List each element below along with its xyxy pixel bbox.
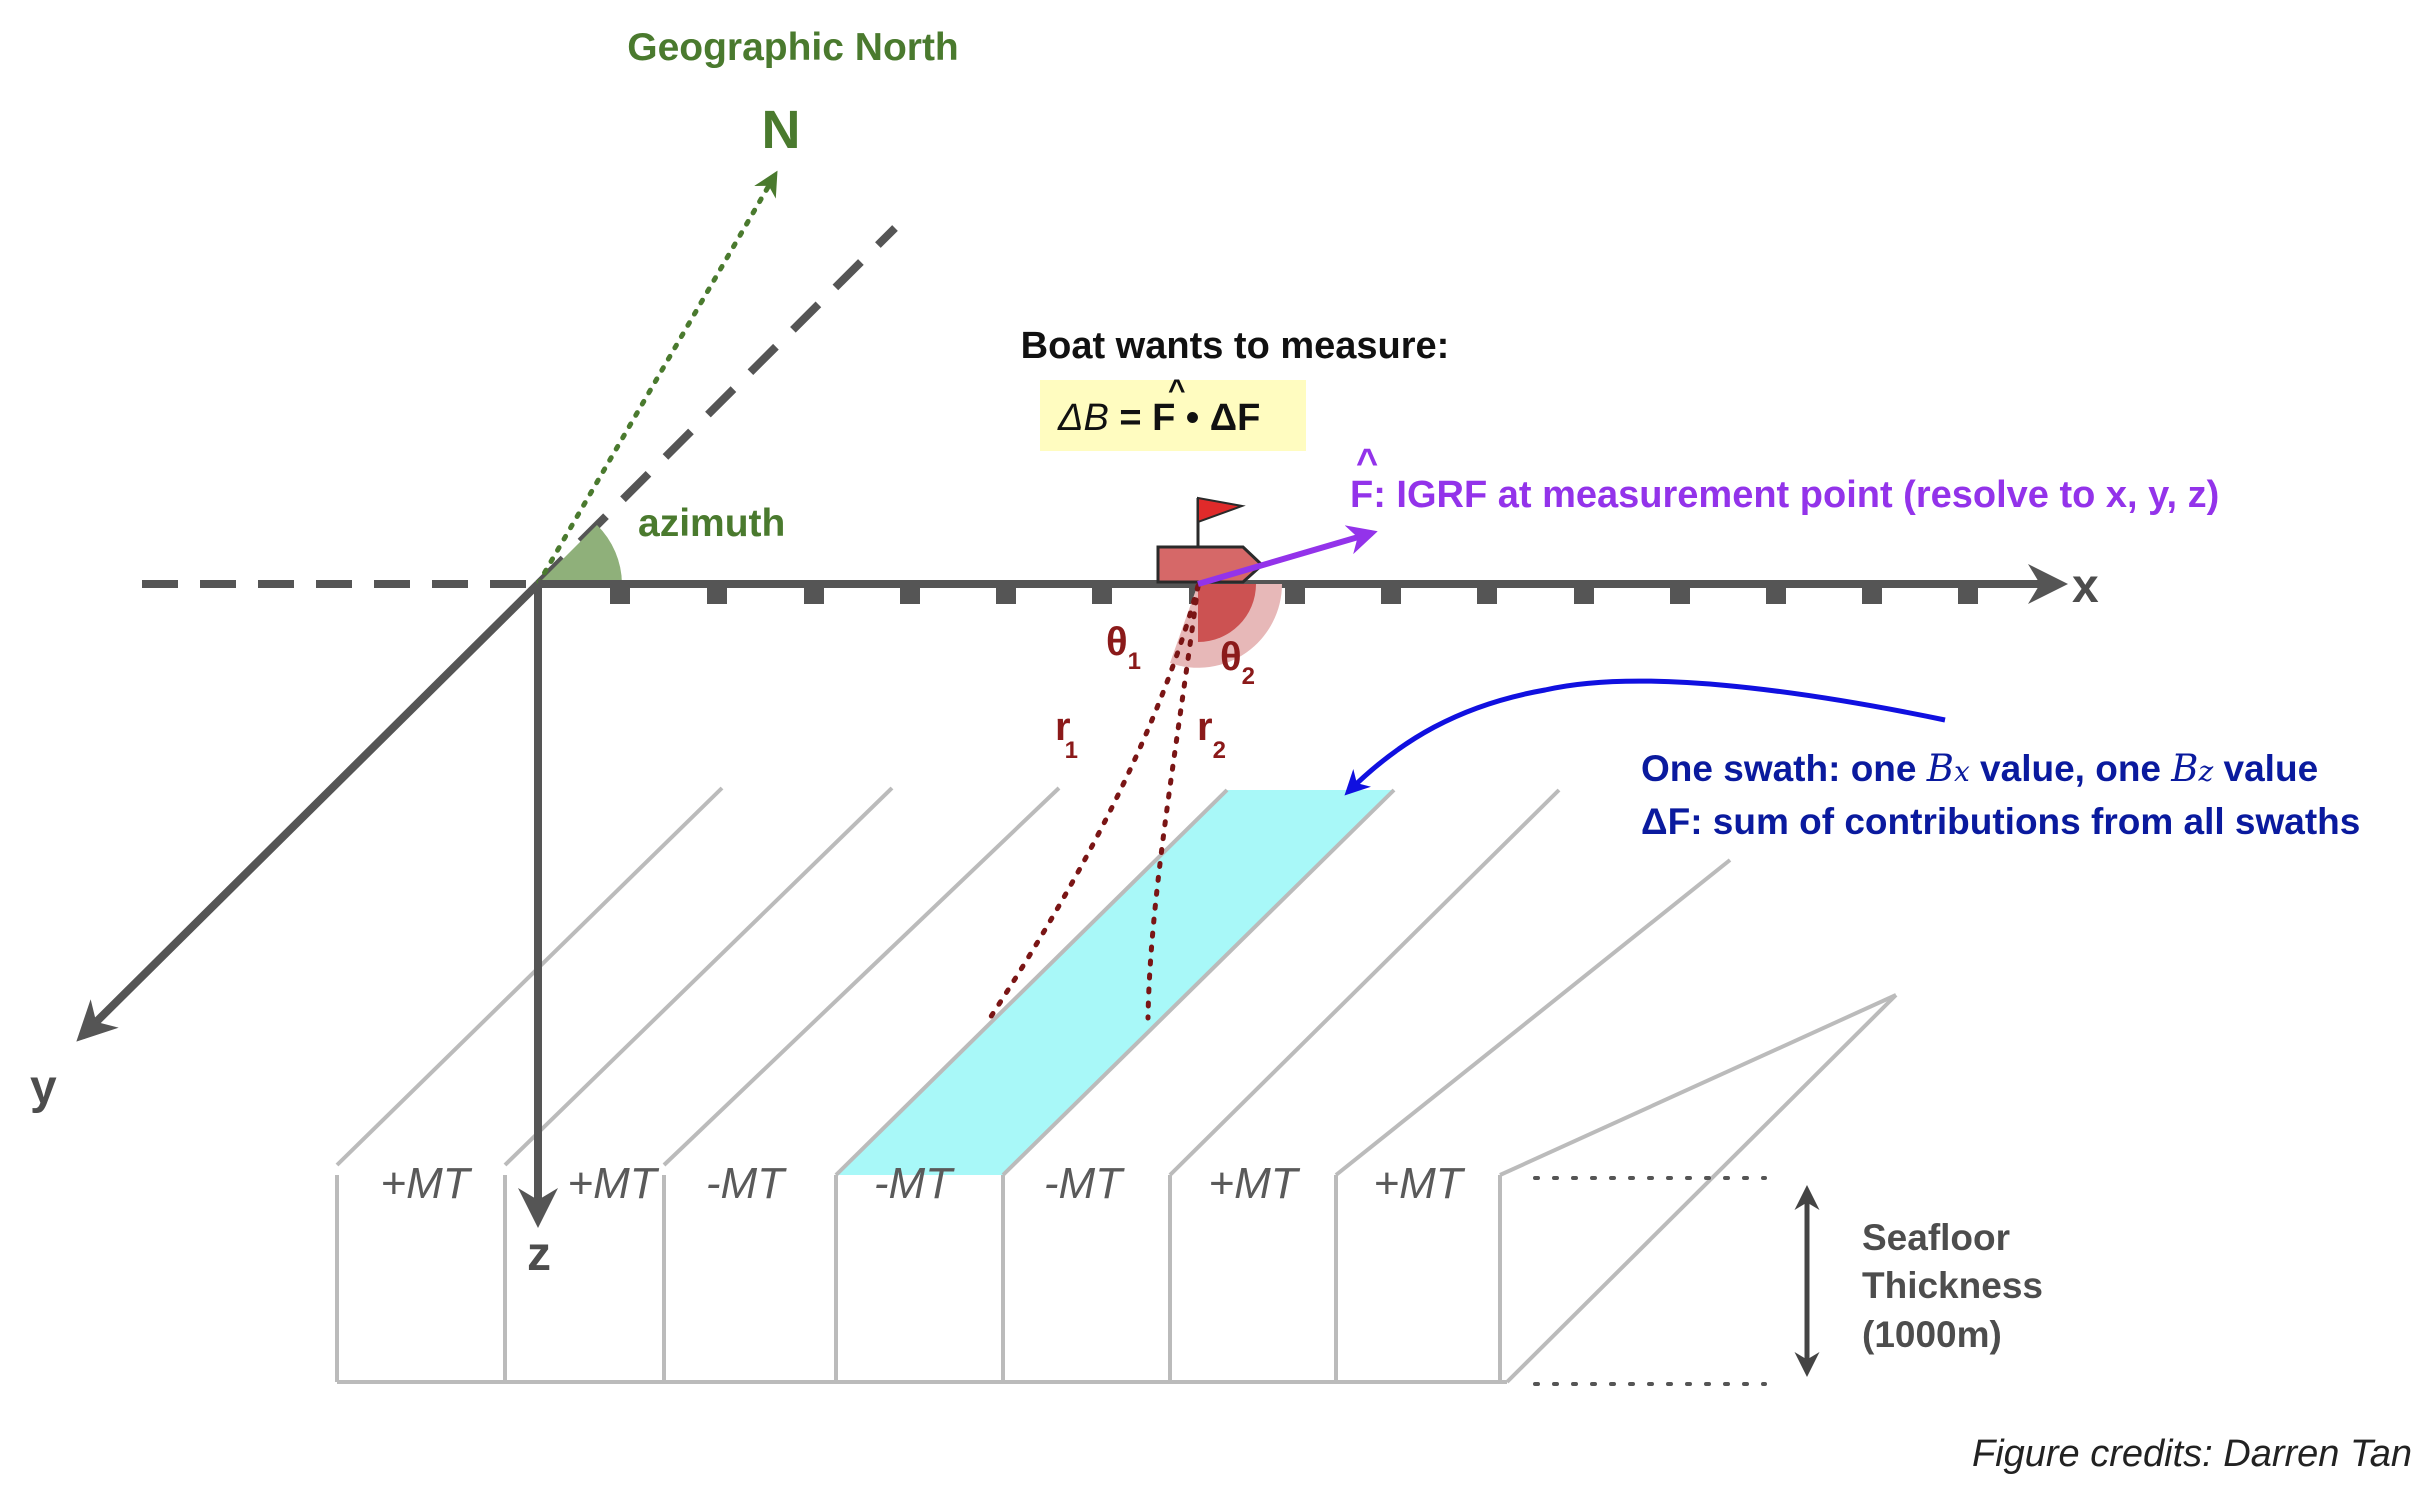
swath-edge-line (1499, 993, 1897, 1177)
swath-note-line2: ΔF: sum of contributions from all swaths (1641, 801, 2360, 842)
mt-label: -MT (1044, 1159, 1125, 1208)
x-axis-tick (1766, 584, 1786, 604)
y-axis (76, 581, 541, 1042)
theta2-label: θ2 (1220, 635, 1255, 690)
swath-edge-line (335, 786, 724, 1167)
x-axis-tick (1285, 584, 1305, 604)
swath-edge-line (1168, 788, 1561, 1177)
mt-labels: +MT +MT -MT -MT -MT +MT +MT (380, 1159, 1465, 1208)
swath-edge-line (503, 786, 894, 1167)
boat-hull (1156, 545, 1265, 584)
r2-dotted-line (1145, 583, 1201, 1021)
seafloor-box (335, 786, 1898, 1384)
thickness-indicator (1533, 1176, 1820, 1386)
x-axis-tick (1670, 584, 1690, 604)
x-axis-tick (996, 584, 1016, 604)
x-axis-tick (1092, 584, 1112, 604)
x-axis-tick (610, 584, 630, 604)
x-axis-ticks (610, 584, 1978, 604)
swath-edge-line (662, 786, 1061, 1167)
thickness-label-line2: Thickness (1862, 1265, 2043, 1306)
x-axis-tick (1958, 584, 1978, 604)
highlighted-swath (836, 790, 1394, 1175)
reference-dashed-diagonal (535, 225, 898, 587)
thickness-label-line3: (1000m) (1862, 1314, 2002, 1355)
fhat-hat: ^ (1356, 442, 1378, 484)
swath-edge-line (1334, 858, 1732, 1177)
x-axis-tick (1381, 584, 1401, 604)
azimuth-wedge (538, 525, 622, 584)
mt-label: +MT (380, 1159, 472, 1208)
x-axis-tick (900, 584, 920, 604)
mt-label: -MT (706, 1159, 787, 1208)
theta1-label: θ1 (1106, 620, 1141, 675)
x-axis-tick (804, 584, 824, 604)
swath-edge-line (1505, 993, 1898, 1384)
equation-box (1040, 380, 1306, 451)
x-axis-tick (707, 584, 727, 604)
mt-label: +MT (1208, 1159, 1300, 1208)
swath-annotation-arrow (1344, 678, 1946, 796)
north-letter: N (762, 100, 801, 160)
thickness-label-line1: Seafloor (1862, 1217, 2010, 1258)
y-axis-label: y (30, 1061, 57, 1114)
fhat-arrow (1197, 525, 1378, 587)
r2-label: r2 (1197, 705, 1226, 764)
x-axis-label: x (2072, 560, 2099, 613)
equation: ΔB = F • ΔF (1057, 397, 1260, 439)
fhat-description: F: IGRF at measurement point (resolve to… (1350, 474, 2219, 516)
x-axis-tick (1477, 584, 1497, 604)
north-arrow (535, 170, 778, 587)
boat-flag-icon (1197, 496, 1246, 524)
figure-credit: Figure credits: Darren Tan (1972, 1433, 2412, 1475)
swath-edge-line (1001, 788, 1396, 1177)
x-axis-tick (1862, 584, 1882, 604)
geographic-north-title: Geographic North (627, 26, 959, 69)
x-axis-tick (1574, 584, 1594, 604)
boat-measure-heading: Boat wants to measure: (1021, 325, 1450, 367)
z-axis-label: z (527, 1228, 551, 1281)
mt-label: +MT (1373, 1159, 1465, 1208)
equation-hat: ^ (1168, 374, 1186, 407)
mt-label: +MT (567, 1159, 659, 1208)
theta1-wedge (1198, 584, 1256, 642)
azimuth-label: azimuth (638, 502, 785, 545)
swath-note-line1: One swath: one Bx value, one Bz value (1641, 747, 2318, 790)
mt-label: -MT (874, 1159, 955, 1208)
